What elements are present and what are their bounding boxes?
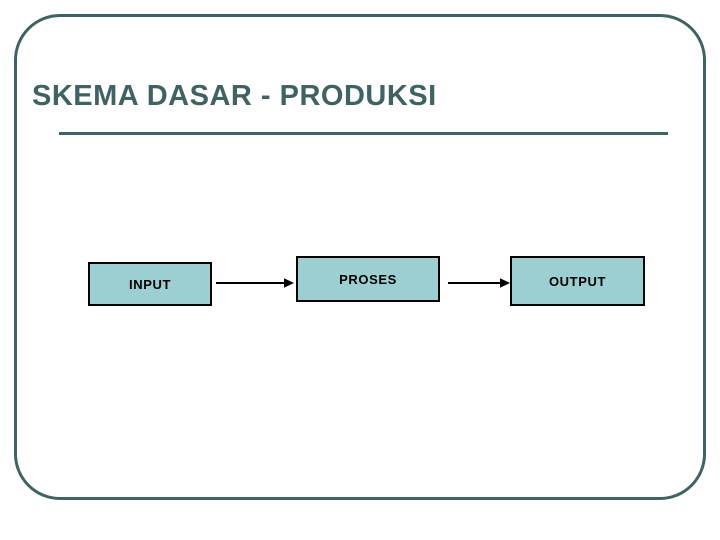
title-underline-rule	[59, 132, 668, 135]
flow-node-proses-label: PROSES	[339, 271, 397, 287]
arrow-input-to-proses	[216, 278, 294, 288]
flow-node-input-label: INPUT	[129, 276, 171, 292]
flow-node-output-label: OUTPUT	[548, 273, 607, 289]
page-title: SKEMA DASAR - PRODUKSI	[32, 80, 437, 112]
arrow-proses-to-output	[448, 278, 510, 288]
flow-node-output[interactable]: OUTPUT	[510, 256, 645, 306]
flow-node-input[interactable]: INPUT	[88, 262, 212, 306]
flow-node-proses[interactable]: PROSES	[296, 256, 440, 302]
